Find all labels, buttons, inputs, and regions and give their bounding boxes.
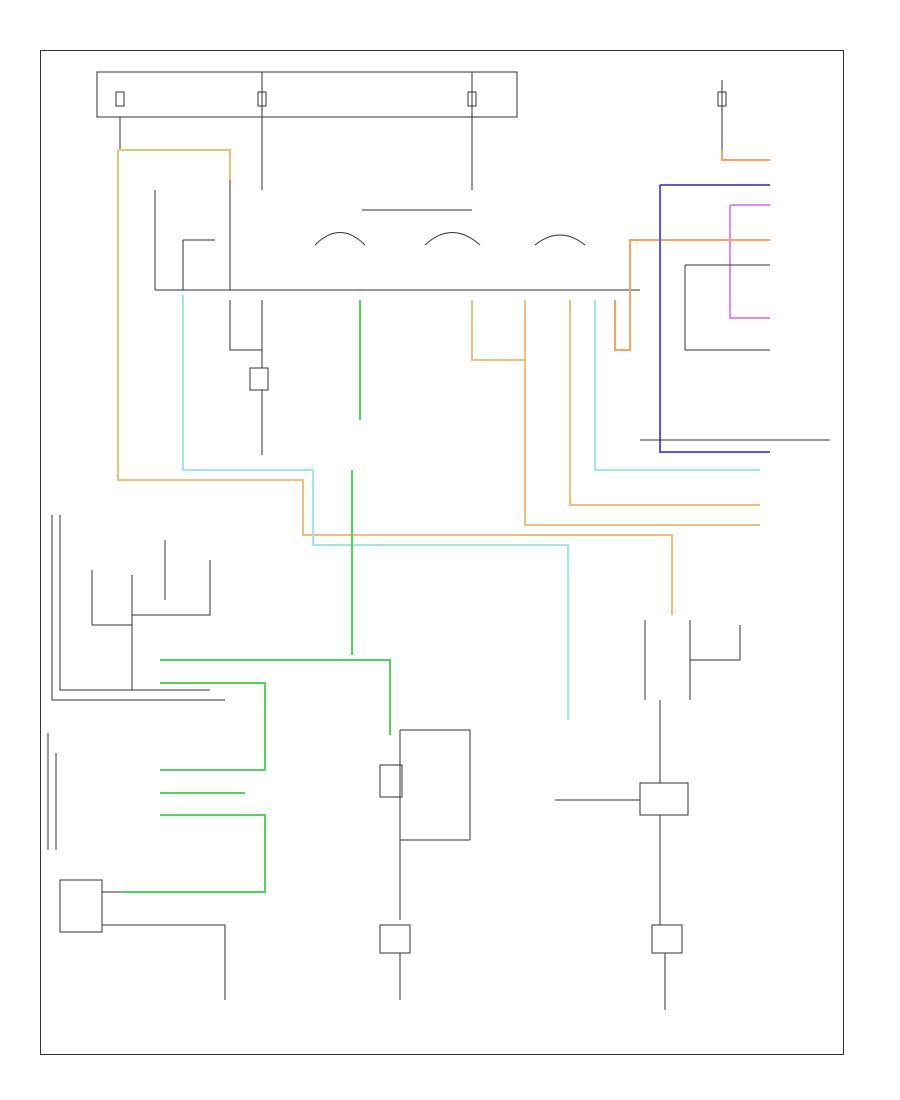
fuse-block [96,71,518,190]
wire-light-blue-right [594,300,760,471]
side-boxes [47,439,830,850]
right-fuse [717,80,770,161]
wire-blue [659,184,770,453]
wire-tan-right [471,300,760,526]
switch-icon [59,879,103,933]
wire-green [120,300,391,893]
fuse-icon [115,91,125,107]
blower-motor-resistor [555,620,741,1010]
wire-tan [117,149,673,615]
wire-dark [684,264,770,351]
fuse-icon [717,91,727,107]
fuse-icon [467,91,477,107]
wire-orange [614,239,770,351]
wire-light-blue [182,295,569,720]
relay-icon [249,367,269,391]
left-switch-panel [51,515,225,701]
wiring-diagram-frame [40,50,844,1055]
ac-compressor-relay [229,300,269,455]
ac-pressure-switch [59,879,226,1000]
fuse-icon [257,91,267,107]
resistor-icon [639,782,689,816]
control-head [154,180,640,291]
ac-compressor-clutch [379,729,471,1000]
wire-pink [729,204,770,319]
clutch-icon [379,764,403,798]
